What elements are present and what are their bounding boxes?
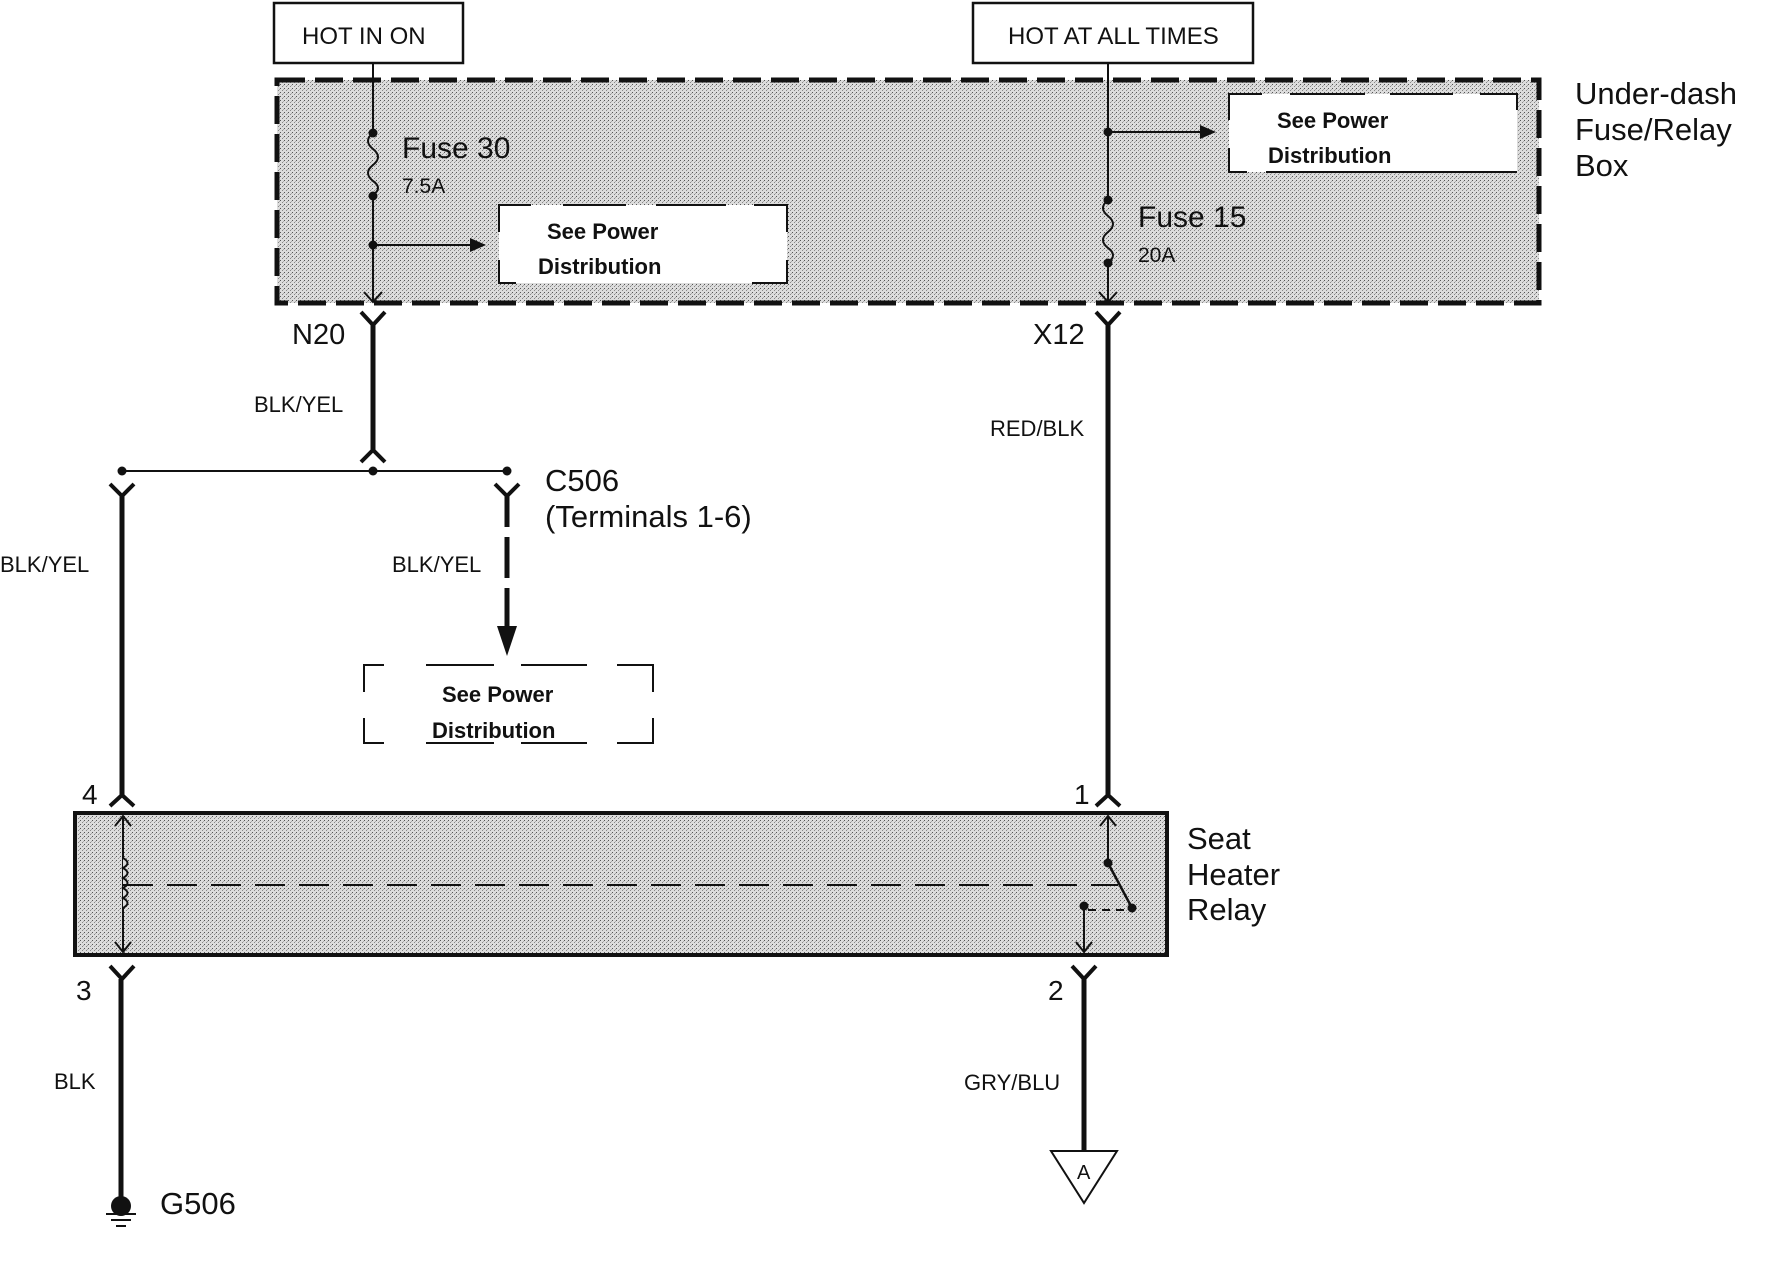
relay-label-line2: Heater — [1187, 857, 1280, 892]
wire-label-n20: BLK/YEL — [254, 392, 343, 417]
power-distribution-ref-3-line1[interactable]: See Power — [442, 682, 554, 707]
relay-coil-icon — [120, 857, 129, 909]
c506-terminal-center — [368, 466, 378, 476]
fuse-box-label-line3: Box — [1575, 148, 1629, 183]
fuse-30-rating: 7.5A — [402, 175, 445, 198]
relay-pin4-fork-icon — [108, 792, 136, 808]
relay-pin4-label: 4 — [82, 779, 98, 810]
power-distribution-ref-2-bg — [1229, 94, 1517, 172]
relay-switch-blade — [1106, 862, 1134, 909]
connector-c506: C506 (Terminals 1-6) — [108, 463, 752, 534]
connector-c506-note: (Terminals 1-6) — [545, 499, 752, 534]
power-distribution-ref-3-line2[interactable]: Distribution — [432, 718, 555, 743]
relay-pin2-fork-icon — [1070, 964, 1098, 982]
connector-n20-fork-icon — [359, 310, 387, 328]
relay-pin1-label: 1 — [1074, 779, 1090, 810]
arrow-up-icon — [1099, 814, 1117, 827]
power-distribution-ref-2-frame — [1228, 93, 1518, 173]
fuse-15-icon — [1102, 199, 1114, 264]
arrow-down-icon — [1098, 291, 1118, 304]
fuse-15-name: Fuse 15 — [1138, 201, 1246, 234]
ground-label: G506 — [160, 1186, 236, 1221]
c506-terminal-right — [502, 466, 512, 476]
power-distribution-ref-3-frame — [363, 664, 654, 744]
power-distribution-ref-2[interactable]: See Power Distribution — [1228, 93, 1518, 173]
relay-pin3-label: 3 — [76, 975, 92, 1006]
under-dash-fuse-relay-box: Under-dash Fuse/Relay Box Fuse 30 7.5A S… — [274, 63, 1737, 306]
power-distribution-ref-1-frame — [498, 204, 788, 284]
relay-label-line3: Relay — [1187, 892, 1267, 927]
hot-at-all-times-source: HOT AT ALL TIMES — [971, 1, 1255, 65]
arrow-right-icon — [1200, 125, 1216, 139]
hot-in-on-box — [272, 1, 465, 65]
arrow-up-icon — [114, 814, 132, 827]
connector-n20-label: N20 — [292, 319, 345, 351]
fuse-30-icon — [367, 132, 379, 196]
relay-switch-tip — [1127, 903, 1137, 913]
power-distribution-ref-1-line2[interactable]: Distribution — [538, 254, 661, 279]
wire-label-pin2: GRY/BLU — [964, 1070, 1060, 1095]
hot-at-all-times-label: HOT AT ALL TIMES — [1008, 23, 1219, 50]
seat-heater-relay: Seat Heater Relay 4 1 3 2 — [73, 779, 1280, 1006]
c506-left-fork-icon — [108, 482, 136, 499]
arrow-down-icon — [497, 626, 517, 656]
relay-pin3-fork-icon — [108, 964, 136, 982]
fuse-box-label-line2: Fuse/Relay — [1575, 112, 1732, 147]
arrow-down-icon — [1075, 941, 1093, 954]
wire-label-pin3: BLK — [54, 1069, 96, 1094]
offpage-triangle-icon[interactable] — [1049, 1150, 1119, 1205]
wire-label-c506-right: BLK/YEL — [392, 552, 481, 577]
connector-c506-label: C506 — [545, 463, 619, 498]
offpage-connector-a[interactable]: A — [1049, 1150, 1119, 1205]
ground-g506: G506 — [106, 1186, 236, 1227]
relay-label-line1: Seat — [1187, 821, 1251, 856]
offpage-label[interactable]: A — [1077, 1162, 1091, 1184]
arrow-right-icon — [470, 238, 486, 252]
power-distribution-ref-3[interactable]: See Power Distribution — [363, 664, 654, 744]
relay-pin2-label: 2 — [1048, 975, 1064, 1006]
connector-fork-icon — [359, 447, 387, 464]
wire-label-x12: RED/BLK — [990, 416, 1084, 441]
fuse-box-label-line1: Under-dash — [1575, 76, 1737, 111]
fuse-15-rating: 20A — [1138, 244, 1175, 267]
connector-x12-label: X12 — [1033, 319, 1085, 351]
arrow-down-icon — [363, 291, 383, 304]
c506-right-fork-icon — [493, 482, 521, 499]
fuse-30-name: Fuse 30 — [402, 132, 510, 165]
power-distribution-ref-2-line2[interactable]: Distribution — [1268, 143, 1391, 168]
power-distribution-ref-2-line1[interactable]: See Power — [1277, 108, 1389, 133]
wire-label-pin4: BLK/YEL — [0, 552, 89, 577]
hot-at-all-times-box — [971, 1, 1255, 65]
arrow-down-icon — [114, 941, 132, 954]
hot-in-on-source: HOT IN ON — [272, 1, 465, 65]
ground-icon-dot — [111, 1196, 131, 1216]
relay-pin1-fork-icon — [1094, 792, 1122, 808]
hot-in-on-label: HOT IN ON — [302, 23, 426, 50]
power-distribution-ref-1-line1[interactable]: See Power — [547, 219, 659, 244]
connector-n20: N20 — [292, 310, 387, 351]
power-distribution-ref-1[interactable]: See Power Distribution — [498, 204, 788, 284]
c506-terminal-left — [117, 466, 127, 476]
power-distribution-ref-1-bg — [499, 205, 787, 283]
connector-x12-fork-icon — [1094, 310, 1122, 328]
